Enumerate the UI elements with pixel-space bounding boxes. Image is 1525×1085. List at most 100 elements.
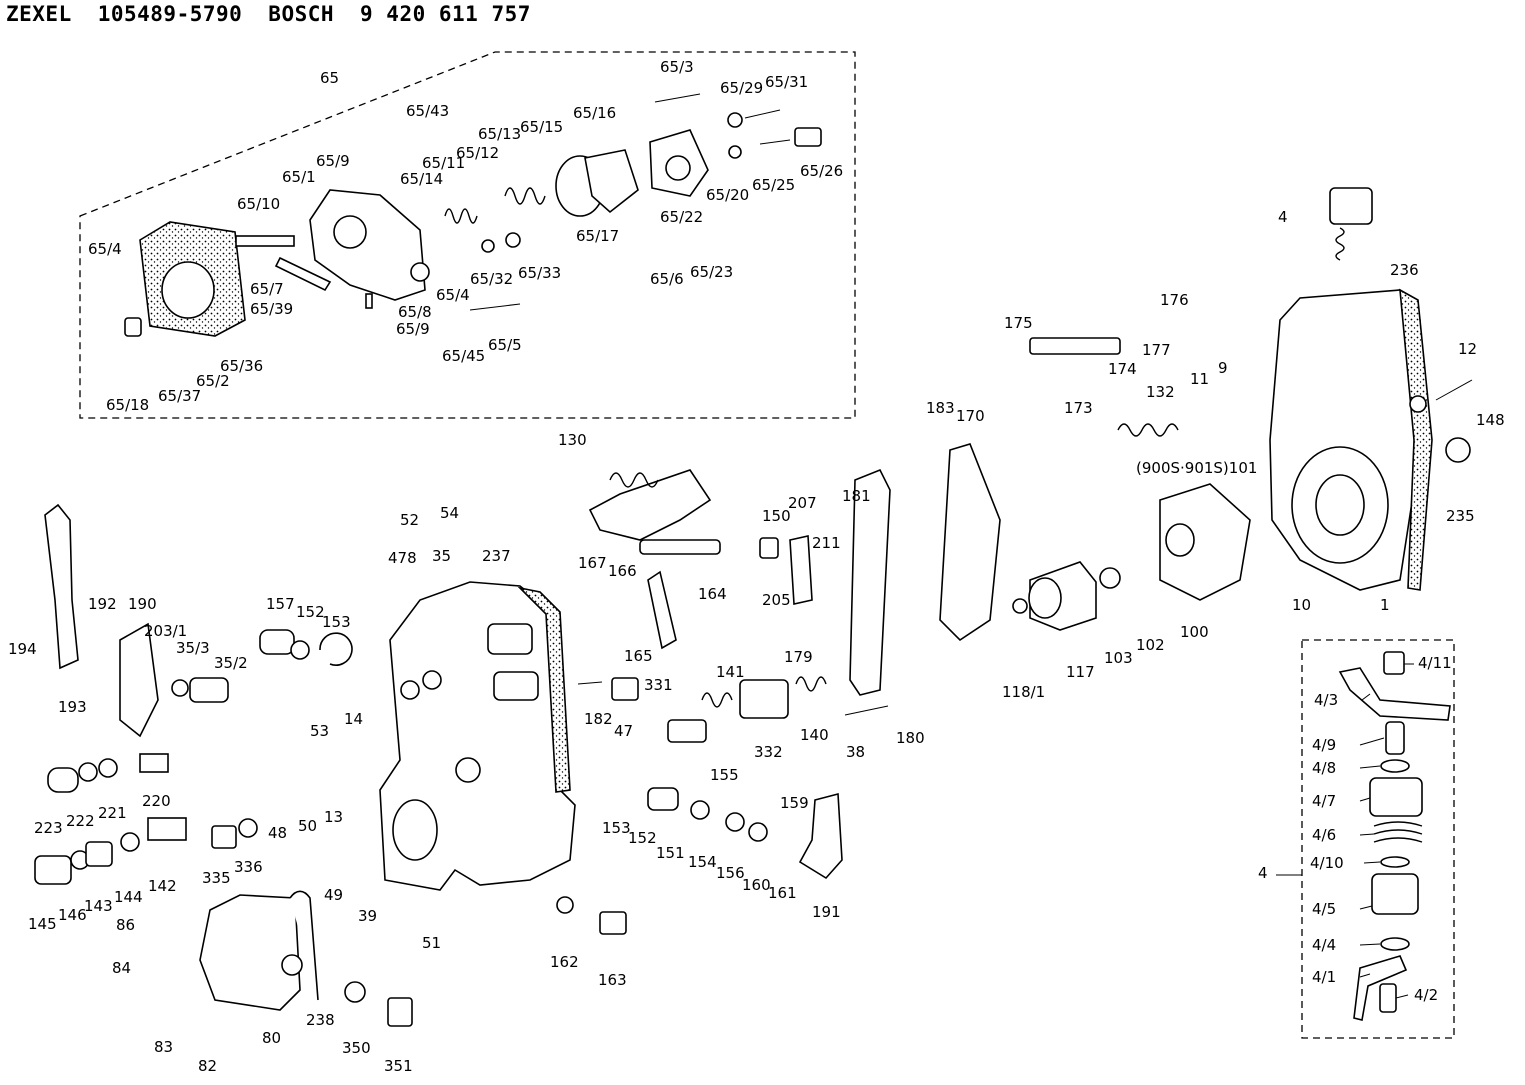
sleeve-65-16 — [584, 149, 639, 214]
label-478: 478 — [388, 549, 417, 567]
bore-1-inner — [1315, 474, 1365, 536]
label-350: 350 — [342, 1039, 371, 1057]
lever-150 — [588, 469, 712, 541]
label-160: 160 — [742, 876, 771, 894]
label-65-5: 65/5 — [488, 336, 522, 354]
spring-4 — [1335, 227, 1345, 261]
label-84: 84 — [112, 959, 131, 977]
label-173: 173 — [1064, 399, 1093, 417]
leader-line — [1359, 833, 1375, 836]
body-4-5 — [1371, 873, 1419, 915]
label-900-901-101: (900S·901S)101 — [1136, 459, 1257, 477]
label-65-31: 65/31 — [765, 73, 808, 91]
label-192: 192 — [88, 595, 117, 613]
hole-65-22 — [665, 155, 691, 181]
label-180: 180 — [896, 729, 925, 747]
group-4-parts — [1338, 651, 1451, 1021]
holder-332 — [739, 679, 789, 719]
plug-351 — [387, 997, 413, 1027]
label-1: 1 — [1380, 596, 1390, 614]
label-154: 154 — [688, 853, 717, 871]
label-65-14: 65/14 — [400, 170, 443, 188]
leader-line — [1359, 765, 1381, 769]
shaft-182 — [577, 681, 603, 685]
bore-65-2 — [161, 261, 215, 319]
label-221: 221 — [98, 804, 127, 822]
governor-parts — [588, 337, 1251, 696]
label-54: 54 — [440, 504, 459, 522]
washer-162 — [556, 896, 574, 914]
label-65-22: 65/22 — [660, 208, 703, 226]
bore-117 — [1028, 577, 1062, 619]
label-65: 65 — [320, 69, 339, 87]
pin-65-8 — [365, 293, 373, 309]
label-220: 220 — [142, 792, 171, 810]
label-165: 165 — [624, 647, 653, 665]
pin-4-9 — [1385, 721, 1405, 755]
label-65-16: 65/16 — [573, 104, 616, 122]
label-155: 155 — [710, 766, 739, 784]
lever-190 — [119, 622, 159, 738]
label-13: 13 — [324, 808, 343, 826]
label-4-1: 4/1 — [1312, 968, 1336, 986]
washer-160 — [748, 822, 768, 842]
label-170: 170 — [956, 407, 985, 425]
label-65-45: 65/45 — [442, 347, 485, 365]
spring-4-6 — [1373, 821, 1423, 843]
spring-65-15 — [504, 187, 546, 205]
hole-35b — [422, 670, 442, 690]
spring-141 — [701, 692, 733, 708]
label-194: 194 — [8, 640, 37, 658]
screw-220 — [139, 753, 169, 773]
left-parts — [34, 503, 413, 1027]
label-4a: 4 — [1278, 208, 1288, 226]
label-117: 117 — [1066, 663, 1095, 681]
screw-142 — [147, 817, 187, 841]
label-52: 52 — [400, 511, 419, 529]
label-159: 159 — [780, 794, 809, 812]
label-152b: 152 — [628, 829, 657, 847]
ring-103 — [1099, 567, 1121, 589]
label-183: 183 — [926, 399, 955, 417]
label-191: 191 — [812, 903, 841, 921]
label-65-23: 65/23 — [690, 263, 733, 281]
label-65-26: 65/26 — [800, 162, 843, 180]
leader-line — [1359, 797, 1371, 802]
gasket-236 — [1399, 288, 1433, 591]
label-100: 100 — [1180, 623, 1209, 641]
label-148: 148 — [1476, 411, 1505, 429]
piston-151 — [647, 787, 679, 811]
label-4-6: 4/6 — [1312, 826, 1336, 844]
lever-4-3 — [1338, 667, 1451, 721]
label-190: 190 — [128, 595, 157, 613]
governor-housing — [1269, 187, 1473, 591]
clip-153 — [319, 632, 353, 666]
nut-65-33 — [505, 232, 521, 248]
leader-line — [1363, 861, 1381, 864]
gasket-237 — [517, 586, 571, 793]
label-182: 182 — [584, 710, 613, 728]
label-177: 177 — [1142, 341, 1171, 359]
label-163: 163 — [598, 971, 627, 989]
label-65-17: 65/17 — [576, 227, 619, 245]
label-336: 336 — [234, 858, 263, 876]
bolt-12 — [1435, 379, 1473, 401]
hole-65-1 — [333, 215, 367, 249]
label-38: 38 — [846, 743, 865, 761]
label-65-6: 65/6 — [650, 270, 684, 288]
part-number-bosch: 9 420 611 757 — [360, 2, 531, 26]
washer-65-20 — [728, 145, 742, 159]
label-65-20: 65/20 — [706, 186, 749, 204]
leader-line — [1361, 693, 1371, 701]
label-181: 181 — [842, 487, 871, 505]
label-35: 35 — [432, 547, 451, 565]
plug-47 — [611, 677, 639, 701]
label-65-32: 65/32 — [470, 270, 513, 288]
label-65-9a: 65/9 — [316, 152, 350, 170]
label-146: 146 — [58, 906, 87, 924]
pump-housing — [379, 581, 639, 891]
label-65-8: 65/8 — [398, 303, 432, 321]
pin-65-10 — [235, 235, 295, 247]
label-174: 174 — [1108, 360, 1137, 378]
